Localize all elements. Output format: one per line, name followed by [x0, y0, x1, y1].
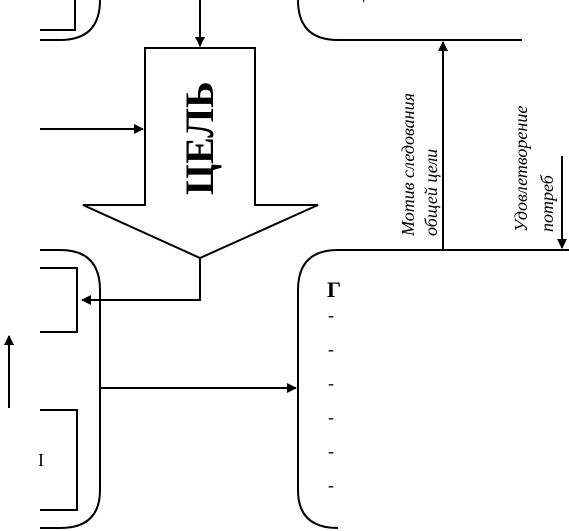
- right-box-bullets: - - - - - -: [328, 305, 334, 495]
- bullet-item: -: [328, 475, 334, 495]
- motive-text-line1: Мотив следования: [398, 93, 418, 237]
- satisfaction-text-line2: потреб: [537, 174, 557, 232]
- left-lower-inner-top: [40, 267, 78, 333]
- left-lower-inner-bottom: [40, 409, 78, 511]
- left-small-label: I: [38, 450, 44, 470]
- top-left-box: [40, 0, 101, 41]
- top-left-inner-box: [40, 0, 76, 31]
- right-lower-box: [297, 249, 569, 529]
- bullet-item: -: [328, 373, 334, 393]
- bullet-item: -: [328, 441, 334, 461]
- goal-label: ЦЕЛЬ: [177, 81, 222, 195]
- top-right-mark: ': [362, 0, 365, 14]
- motive-text-line2: общей цели: [421, 149, 441, 236]
- right-box-heading: Г: [327, 277, 341, 302]
- bullet-item: -: [328, 407, 334, 427]
- satisfaction-text-line1: Удовлетворение: [511, 106, 531, 232]
- goal-arrow-shape: [82, 47, 319, 260]
- bullet-item: -: [328, 305, 334, 325]
- goal-to-left-connector: [81, 258, 201, 305]
- left-lower-box: [40, 249, 101, 529]
- bullet-item: -: [328, 339, 334, 359]
- top-right-box: [297, 0, 522, 41]
